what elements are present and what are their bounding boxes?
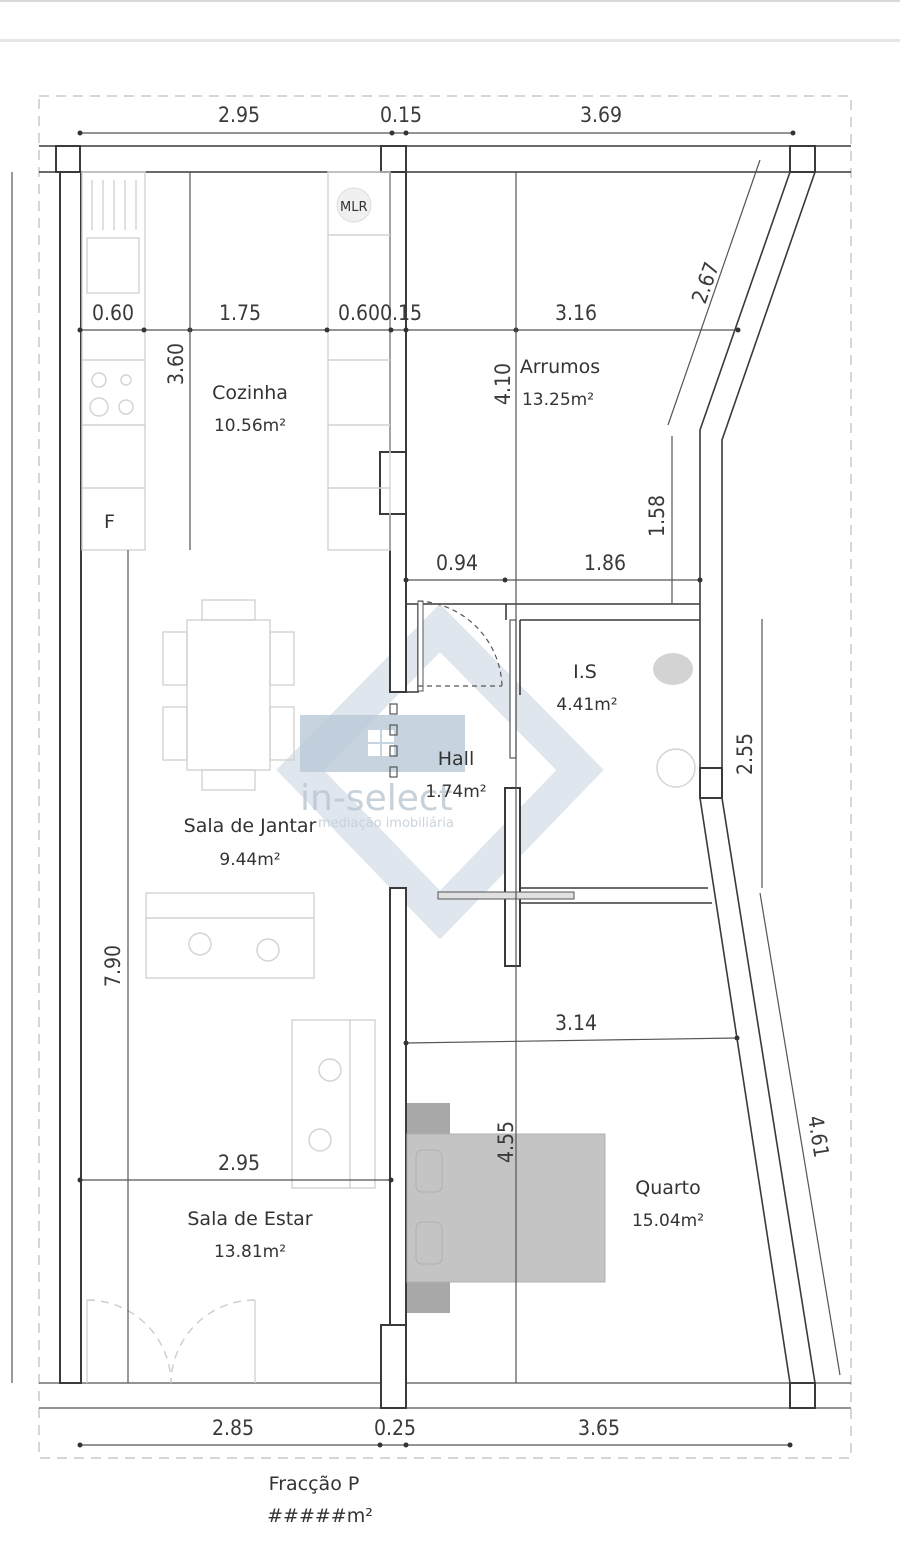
left-wall [59, 171, 82, 1384]
dim-kitchen-1: 0.60 [92, 301, 134, 325]
dim-arrumos-step: 1.58 [645, 495, 669, 537]
pillar [380, 145, 407, 173]
center-wall [389, 171, 407, 693]
dim-hall-width: 0.94 [436, 551, 478, 575]
dim-arrumos-height: 4.10 [491, 363, 515, 405]
room-area-is: 4.41m² [556, 695, 617, 715]
dim-kitchen-height: 3.60 [164, 343, 188, 385]
toilet [653, 653, 693, 685]
bed [406, 1103, 606, 1313]
mlr-label: MLR [340, 200, 368, 215]
room-name-cozinha: Cozinha [212, 382, 288, 404]
dim-bottom-1: 2.85 [212, 1416, 254, 1440]
pillar [55, 145, 81, 173]
plan-title: Fracção P [269, 1473, 360, 1495]
center-wall-lower [389, 887, 407, 1326]
watermark-brand: in-select [300, 778, 453, 819]
room-name-sala-estar: Sala de Estar [187, 1208, 312, 1230]
dimension-lines [11, 130, 841, 1448]
entrance-door [86, 1299, 256, 1384]
dim-living-width: 2.95 [218, 1151, 260, 1175]
pillar [380, 1324, 407, 1409]
dim-diagonal-bottom: 4.61 [803, 1114, 833, 1159]
dim-quarto-height: 4.55 [494, 1121, 518, 1163]
kitchen-counter-right [327, 171, 391, 551]
dim-kitchen-5: 3.16 [555, 301, 597, 325]
dim-kitchen-3: 0.60 [338, 301, 380, 325]
watermark: in-select mediação imobiliária [276, 603, 604, 940]
room-name-arrumos: Arrumos [520, 356, 600, 378]
room-area-hall: 1.74m² [425, 782, 486, 802]
dim-diagonal-top: 2.67 [687, 259, 724, 307]
room-area-sala-jantar: 9.44m² [219, 850, 280, 870]
room-name-hall: Hall [438, 748, 475, 770]
sofa [145, 892, 315, 979]
dim-kitchen-4: 0.15 [380, 301, 422, 325]
armchair [291, 1019, 376, 1189]
dim-kitchen-2: 1.75 [219, 301, 261, 325]
pillar [789, 1382, 816, 1409]
fridge-label: F [104, 511, 115, 533]
room-area-sala-estar: 13.81m² [214, 1242, 286, 1262]
room-name-sala-jantar: Sala de Jantar [184, 815, 317, 837]
dim-bottom-3: 3.65 [578, 1416, 620, 1440]
sink [656, 748, 696, 788]
room-name-is: I.S [573, 661, 597, 683]
dim-bottom-2: 0.25 [374, 1416, 416, 1440]
dim-top-3: 3.69 [580, 103, 622, 127]
dining-table [162, 599, 295, 791]
room-area-quarto: 15.04m² [632, 1211, 704, 1231]
plan-total-area: #####m² [267, 1505, 373, 1527]
kitchen-counter-left [81, 171, 146, 551]
room-area-cozinha: 10.56m² [214, 416, 286, 436]
dim-top-1: 2.95 [218, 103, 260, 127]
top-bar [0, 0, 900, 42]
dim-living-height: 7.90 [101, 945, 125, 987]
room-name-quarto: Quarto [635, 1177, 701, 1199]
room-area-arrumos: 13.25m² [522, 390, 594, 410]
watermark-tagline: mediação imobiliária [318, 816, 454, 831]
dim-is-width: 1.86 [584, 551, 626, 575]
dim-top-2: 0.15 [380, 103, 422, 127]
pillar [789, 145, 816, 173]
dim-is-height: 2.55 [733, 733, 757, 775]
dim-quarto-width: 3.14 [555, 1011, 597, 1035]
